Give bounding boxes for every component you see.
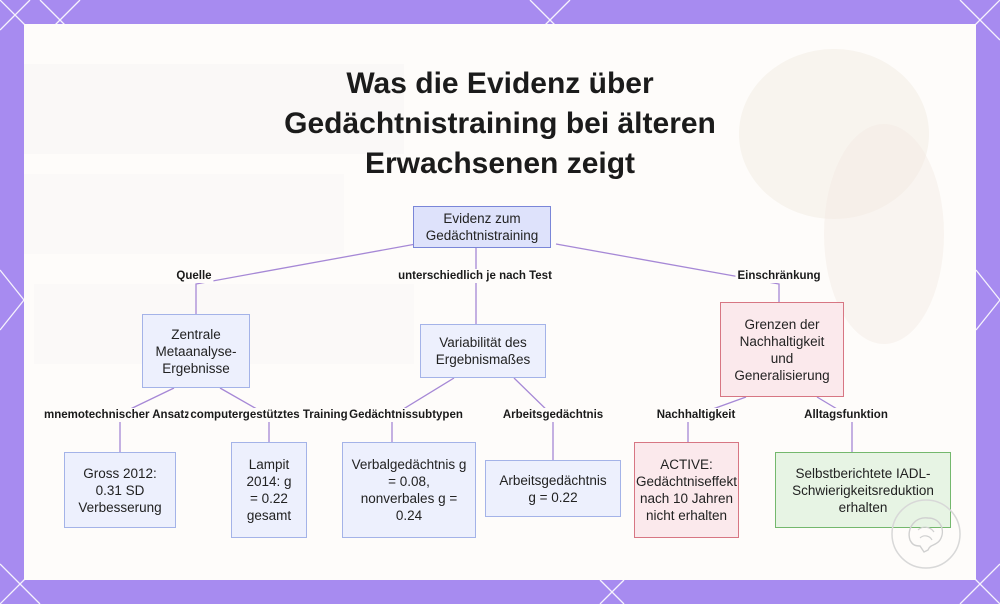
edge-label-subtypes: Gedächtnissubtypen bbox=[347, 408, 465, 422]
node-root: Evidenz zum Gedächtnistraining bbox=[413, 206, 551, 248]
node-lampit-2014: Lampit 2014: g = 0.22 gesamt bbox=[231, 442, 307, 538]
edge-label-sustainability: Nachhaltigkeit bbox=[654, 408, 738, 422]
edge-label-varies: unterschiedlich je nach Test bbox=[396, 269, 554, 283]
node-verbal-memory: Verbalgedächtnis g = 0.08, nonverbales g… bbox=[342, 442, 476, 538]
node-variability: Variabilität des Ergebnismaßes bbox=[420, 324, 546, 378]
edge-label-source: Quelle bbox=[174, 269, 214, 283]
title-line-3: Erwachsenen zeigt bbox=[364, 147, 636, 180]
node-iadl: Selbstberichtete IADL-Schwierigkeitsredu… bbox=[775, 452, 951, 528]
edge-label-mnemonic: mnemotechnischer Ansatz bbox=[42, 408, 192, 422]
edge-label-limitation: Einschränkung bbox=[735, 269, 823, 283]
edge-root-limits bbox=[555, 243, 780, 302]
node-active-study: ACTIVE: Gedächtniseffekt nach 10 Jahren … bbox=[634, 442, 739, 538]
node-working-memory: Arbeitsgedächtnis g = 0.22 bbox=[485, 460, 621, 517]
brain-logo bbox=[891, 499, 961, 569]
edge-limits-iadl bbox=[816, 396, 853, 452]
node-gross-2012: Gross 2012: 0.31 SD Verbesserung bbox=[64, 452, 176, 528]
edge-root-meta bbox=[195, 243, 417, 314]
edge-label-computer: computergestütztes Training bbox=[188, 408, 350, 422]
title-line-1: Was die Evidenz über bbox=[346, 67, 654, 100]
edge-label-working: Arbeitsgedächtnis bbox=[500, 408, 606, 422]
diagram-title: Was die Evidenz über Gedächtnistraining … bbox=[24, 64, 976, 184]
title-line-2: Gedächtnistraining bei älteren bbox=[284, 107, 716, 140]
diagram-panel: Was die Evidenz über Gedächtnistraining … bbox=[24, 24, 976, 580]
node-meta-results: Zentrale Metaanalyse-Ergebnisse bbox=[142, 314, 250, 388]
edge-label-daily: Alltagsfunktion bbox=[802, 408, 890, 422]
node-limits: Grenzen der Nachhaltigkeit und Generalis… bbox=[720, 302, 844, 397]
